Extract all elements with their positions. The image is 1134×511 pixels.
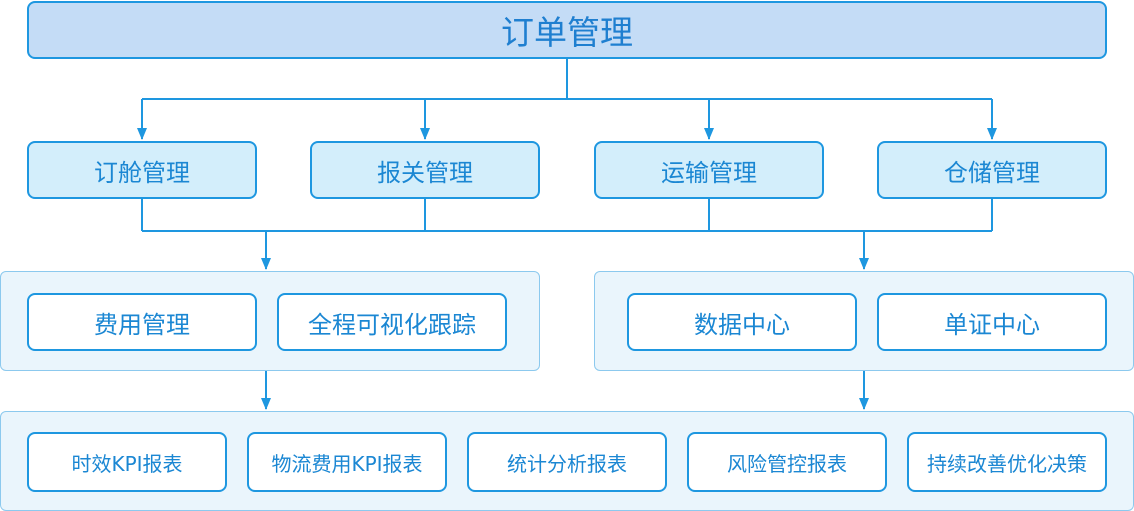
node-label: 运输管理 [661, 158, 757, 187]
report-statistics-analysis: 统计分析报表 [467, 432, 667, 492]
node-label: 报关管理 [377, 158, 473, 187]
report-label: 风险管控报表 [727, 451, 847, 476]
node-label: 全程可视化跟踪 [308, 310, 476, 339]
report-continuous-improvement: 持续改善优化决策 [907, 432, 1107, 492]
node-visual-tracking: 全程可视化跟踪 [277, 293, 507, 351]
node-customs: 报关管理 [310, 141, 540, 199]
node-cost-management: 费用管理 [27, 293, 257, 351]
node-warehouse: 仓储管理 [877, 141, 1107, 199]
root-label: 订单管理 [501, 13, 633, 52]
report-label: 统计分析报表 [507, 451, 627, 476]
node-booking: 订舱管理 [27, 141, 257, 199]
node-label: 费用管理 [94, 310, 190, 339]
node-document-center: 单证中心 [877, 293, 1107, 351]
node-data-center: 数据中心 [627, 293, 857, 351]
node-label: 数据中心 [694, 310, 790, 339]
node-transport: 运输管理 [594, 141, 824, 199]
node-label: 订舱管理 [94, 158, 190, 187]
report-timeliness-kpi: 时效KPI报表 [27, 432, 227, 492]
report-label: 持续改善优化决策 [927, 451, 1087, 476]
report-risk-control: 风险管控报表 [687, 432, 887, 492]
report-logistics-cost-kpi: 物流费用KPI报表 [247, 432, 447, 492]
node-label: 单证中心 [944, 310, 1040, 339]
report-label: 时效KPI报表 [71, 451, 183, 476]
report-label: 物流费用KPI报表 [271, 451, 423, 476]
root-node: 订单管理 [27, 1, 1107, 59]
node-label: 仓储管理 [944, 158, 1040, 187]
